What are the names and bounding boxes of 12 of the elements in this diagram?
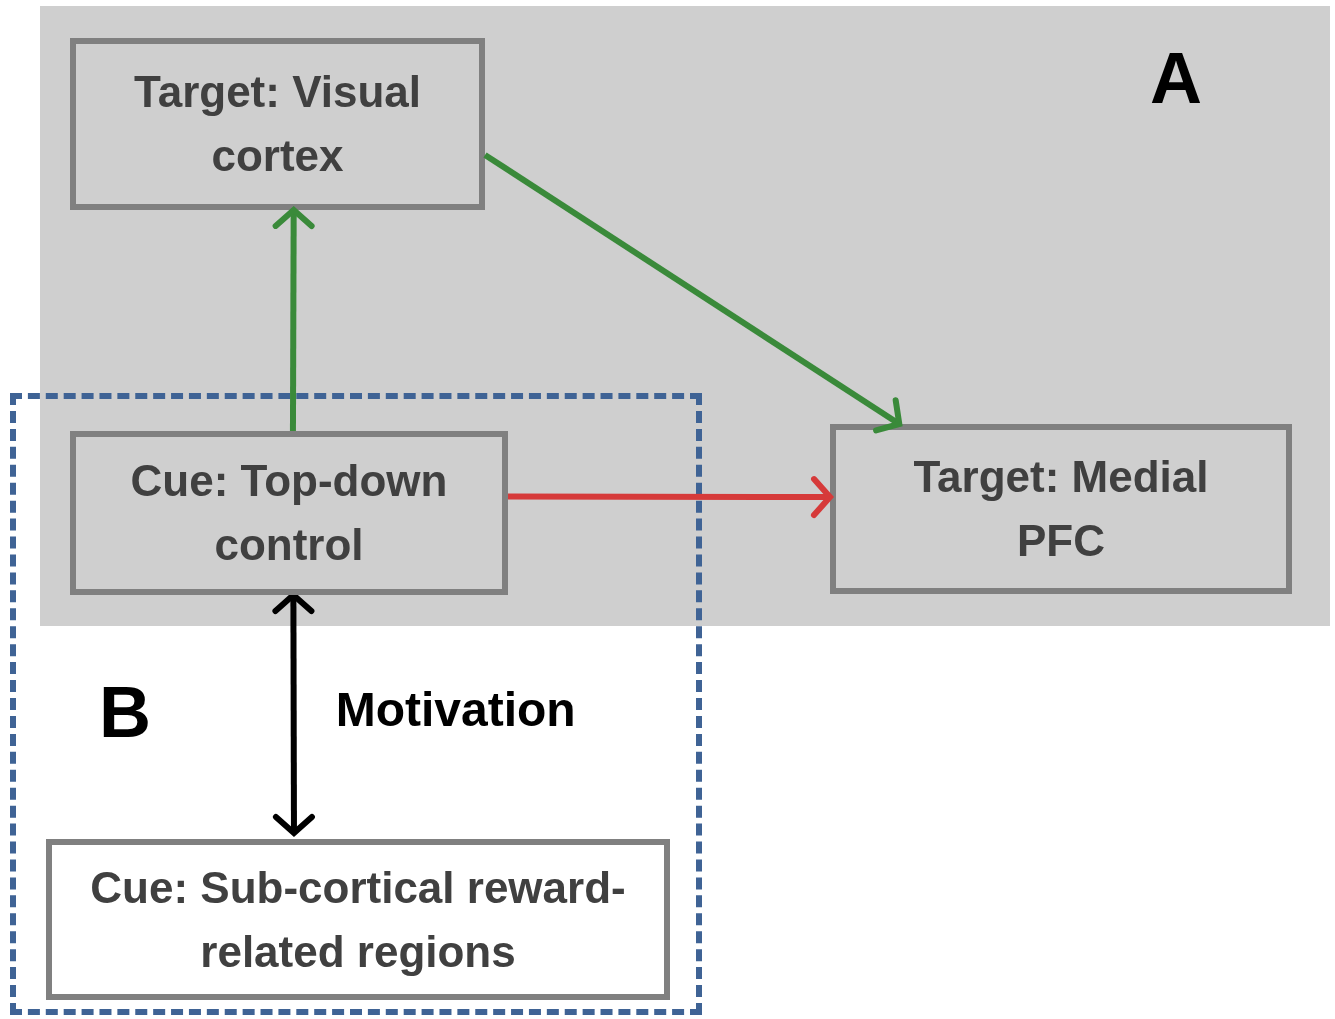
box-label: Target: Visual cortex <box>133 66 422 182</box>
edge-label: Motivation <box>335 686 576 734</box>
panel-letter: B <box>99 676 151 748</box>
process-box <box>70 431 508 595</box>
process-box <box>830 424 1292 594</box>
box-label: Cue: Top-down control <box>129 455 449 571</box>
process-box <box>46 839 670 1000</box>
box-label: Cue: Sub-cortical reward-related regions <box>89 861 627 978</box>
panel-letter: A <box>1150 42 1202 114</box>
panel-background <box>40 6 1330 626</box>
box-label: Target: Medial PFC <box>912 451 1210 567</box>
process-box <box>70 38 485 210</box>
